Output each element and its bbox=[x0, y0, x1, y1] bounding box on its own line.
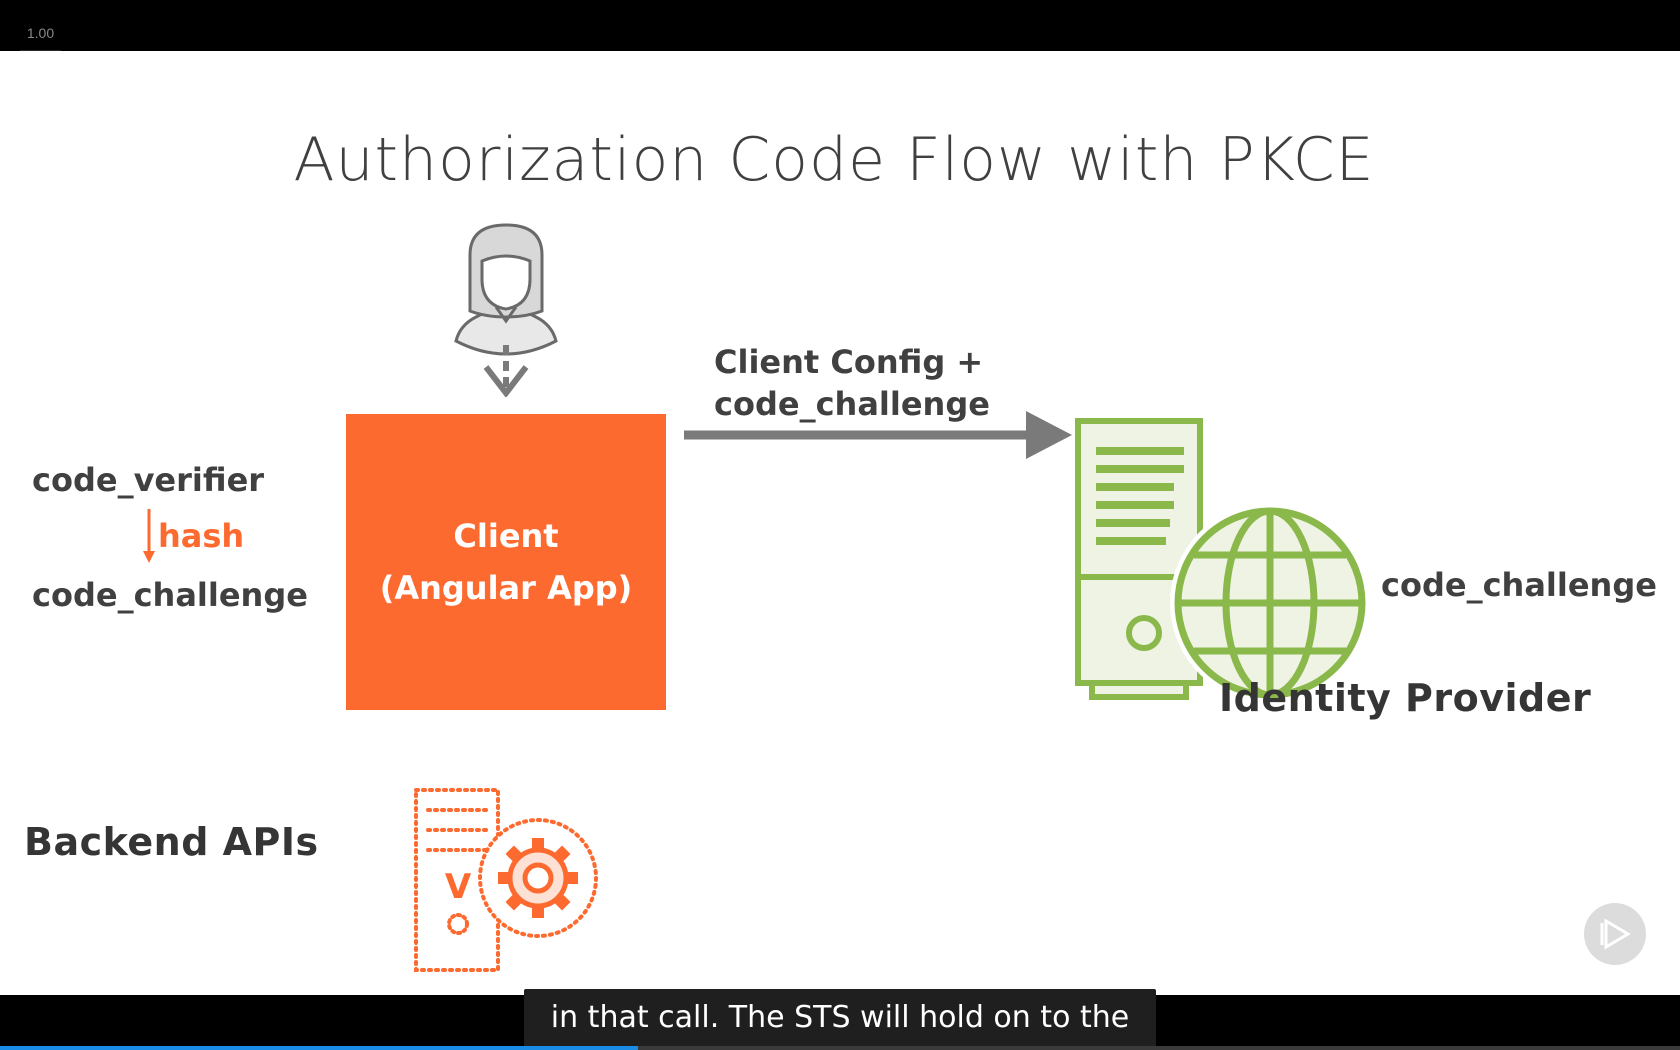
backend-apis-label: Backend APIs bbox=[24, 820, 319, 864]
progress-bar[interactable] bbox=[0, 1046, 1680, 1050]
client-label-line1: Client bbox=[453, 517, 559, 555]
player-top-bar: 1.00 bbox=[0, 0, 1680, 52]
hash-label: hash bbox=[158, 517, 245, 555]
arrow-label-line1: Client Config + bbox=[714, 343, 984, 381]
hash-arrow-icon bbox=[143, 509, 155, 563]
arrow-label: Client Config + code_challenge bbox=[714, 341, 990, 425]
playback-speed-button[interactable]: 1.00 bbox=[20, 20, 61, 52]
server-globe-icon bbox=[1075, 418, 1370, 703]
arrow-right-icon bbox=[684, 411, 1072, 459]
play-next-button[interactable] bbox=[1584, 903, 1646, 965]
slide-canvas: Authorization Code Flow with PKCE Client… bbox=[0, 51, 1680, 995]
client-label-line2: (Angular App) bbox=[379, 569, 633, 607]
user-icon bbox=[454, 223, 558, 397]
client-angular-app-box: Client (Angular App) bbox=[346, 414, 666, 710]
code-verifier-label: code_verifier bbox=[32, 461, 265, 499]
identity-provider-label: Identity Provider bbox=[1219, 676, 1592, 720]
progress-fill bbox=[0, 1046, 639, 1050]
api-icon-letter: V bbox=[445, 867, 472, 907]
api-server-gear-icon: V bbox=[414, 788, 598, 972]
play-icon bbox=[1600, 918, 1631, 950]
code-challenge-left-label: code_challenge bbox=[32, 576, 308, 614]
subtitle-caption: in that call. The STS will hold on to th… bbox=[524, 989, 1156, 1047]
code-challenge-right-label: code_challenge bbox=[1381, 566, 1657, 604]
slide-title: Authorization Code Flow with PKCE bbox=[293, 125, 1375, 195]
arrow-label-line2: code_challenge bbox=[714, 385, 990, 423]
